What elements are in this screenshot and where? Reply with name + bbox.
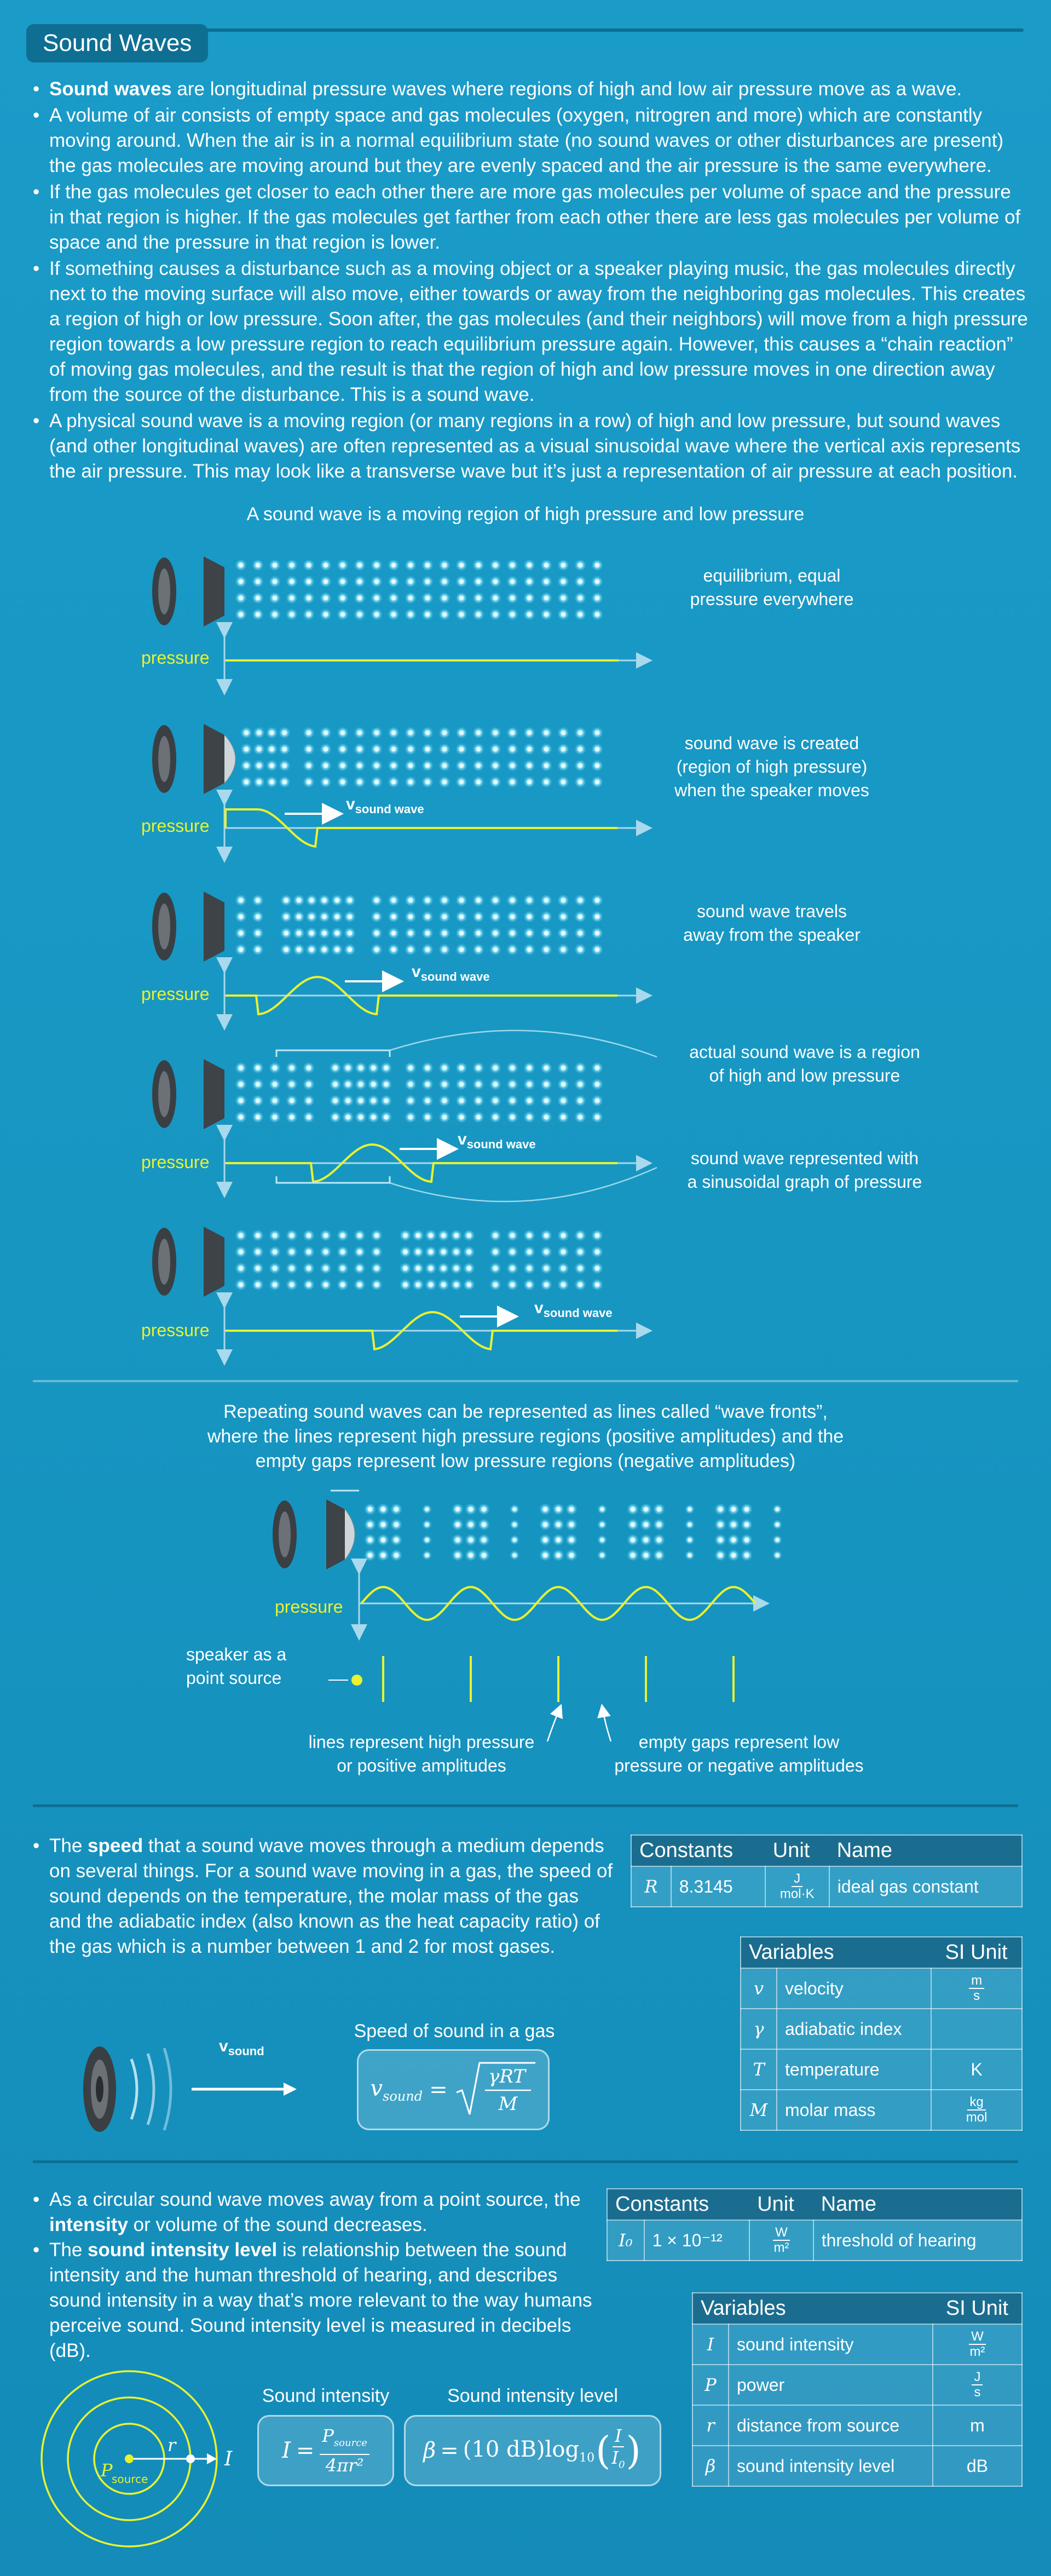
lines-note-leader [546, 1704, 563, 1742]
speed-formula: vsound = γRT M [357, 2049, 550, 2130]
speed-paragraph: •The speed that a sound wave moves throu… [33, 1835, 613, 1957]
speaker-cone [204, 724, 224, 794]
svg-text:I: I [224, 2448, 233, 2470]
point-source-diagram: r I P source [41, 2370, 233, 2548]
diagram1-caption: A sound wave is a moving region of high … [246, 504, 805, 525]
svg-text:source: source [112, 2473, 148, 2486]
speed-formula-title: Speed of sound in a gas [354, 2021, 555, 2042]
note-actual-wave: actual sound wave is a region of high an… [689, 1042, 920, 1085]
region-bracket [275, 1049, 391, 1057]
intro-bullet-5: A physical sound wave is a moving region… [33, 409, 1029, 484]
speaker-cone [204, 892, 224, 962]
wave-arc-1 [130, 2058, 138, 2120]
note-wave-travels: sound wave travels away from the speaker [683, 901, 861, 945]
speaker-cone [204, 1227, 224, 1297]
pressure-label-5: pressure [141, 1320, 210, 1340]
gaps-note-leader [597, 1704, 612, 1742]
note-wave-created: sound wave is created (region of high pr… [674, 733, 869, 800]
svg-text:γRT: γRT [488, 2066, 527, 2088]
diagram1-svg [152, 556, 657, 1366]
intro-bullet-4: If something causes a disturbance such a… [33, 256, 1029, 407]
pressure-label-1: pressure [141, 648, 210, 668]
diagram2-caption: Repeating sound waves can be represented… [207, 1401, 844, 1471]
intro-bullet-2: A volume of air consists of empty space … [33, 103, 1029, 179]
wave-row-3 [152, 892, 652, 1031]
diagram2-svg [273, 1490, 782, 1742]
pressure-label-wavefront: pressure [275, 1597, 343, 1617]
point-source-dot [351, 1675, 362, 1686]
speaker-icon [83, 2046, 116, 2132]
speed-speaker-svg [83, 2046, 297, 2132]
velocity-label-4: vsound wave [458, 1130, 536, 1151]
velocity-label-5: vsound wave [534, 1299, 613, 1320]
note-sinusoidal: sound wave represented with a sinusoidal… [687, 1148, 922, 1192]
note-leader-1 [389, 1030, 657, 1058]
intensity-paragraphs: •As a circular sound wave moves away fro… [33, 2187, 597, 2364]
intensity-level-formula-title: Sound intensity level [447, 2385, 618, 2406]
section-divider-2 [33, 1804, 1018, 1807]
velocity-label-3: vsound wave [412, 963, 490, 984]
note-leader-2 [389, 1166, 657, 1203]
pressure-wave [226, 975, 617, 1016]
wave-row-5 [152, 1227, 652, 1366]
gaps-note: empty gaps represent low pressure or neg… [614, 1732, 864, 1775]
svg-text:M: M [498, 2093, 518, 2115]
wave-row-2 [152, 724, 652, 863]
wave-arc-3 [163, 2048, 172, 2131]
pressure-wave [226, 1143, 617, 1183]
title-rule [181, 28, 1024, 32]
intensity-bullet-1: •As a circular sound wave moves away fro… [33, 2189, 581, 2235]
speaker-membrane [344, 1509, 355, 1560]
wave-bracket [275, 1176, 391, 1184]
speaker-cone [204, 1059, 224, 1129]
pressure-label-4: pressure [141, 1152, 210, 1172]
speaker-cone [326, 1499, 345, 1569]
page-title: Sound Waves [26, 24, 209, 62]
pressure-wave [224, 808, 617, 848]
speed-velocity-label: vsound [219, 2037, 264, 2058]
point-source-note: speaker as a point source [186, 1645, 287, 1688]
speaker-cone [204, 556, 224, 626]
intro-bullet-1: Sound waves are longitudinal pressure wa… [33, 77, 1029, 102]
speaker-membrane [224, 734, 236, 784]
sqrt-icon: γRT M [456, 2062, 535, 2115]
pressure-wave [360, 1585, 757, 1622]
svg-text:r: r [168, 2435, 177, 2456]
velocity-label-2: vsound wave [346, 795, 424, 816]
wave-arc-2 [146, 2053, 155, 2125]
pressure-wave [226, 1311, 617, 1351]
intensity-bullet-2: •The sound intensity level is relationsh… [33, 2239, 592, 2361]
pressure-label-2: pressure [141, 816, 210, 836]
title-bar: Sound Waves [26, 24, 209, 62]
intensity-formula-title: Sound intensity [262, 2385, 390, 2406]
lines-note: lines represent high pressure or positiv… [308, 1732, 535, 1775]
svg-text:P: P [100, 2460, 113, 2481]
wave-row-4 [152, 1059, 652, 1198]
wave-row-1 [152, 556, 652, 695]
point-source-dot [125, 2454, 134, 2463]
section-divider-3 [33, 2160, 1018, 2163]
intro-bullets: Sound waves are longitudinal pressure wa… [33, 77, 1029, 485]
note-equilibrium: equilibrium, equal pressure everywhere [690, 566, 854, 609]
section-divider-1 [33, 1380, 1018, 1382]
pressure-label-3: pressure [141, 984, 210, 1004]
intro-bullet-3: If the gas molecules get closer to each … [33, 180, 1029, 255]
